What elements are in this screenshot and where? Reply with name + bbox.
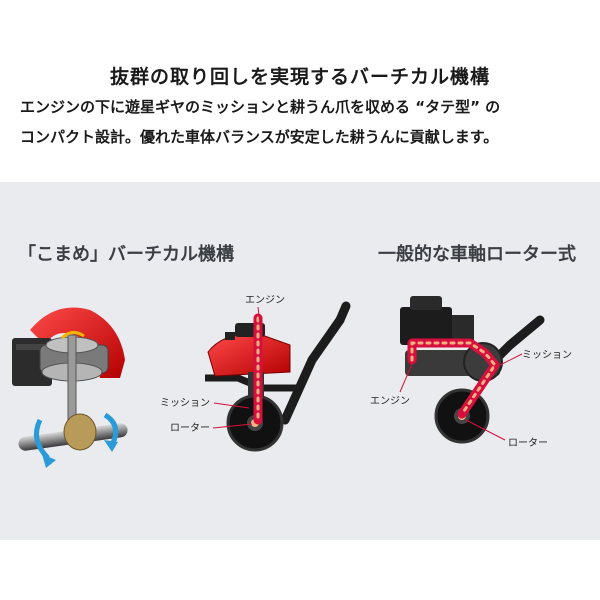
arrowhead-left-icon (42, 454, 56, 468)
arrowhead-right-icon (104, 440, 118, 452)
leader-engine (257, 306, 261, 325)
description-line-2: コンパクト設計。優れた車体バランスが安定した耕うんに貢献します。 (20, 128, 499, 146)
bevel-gear (63, 413, 97, 451)
handle-grip (335, 301, 351, 325)
leader-rotor (465, 419, 506, 441)
rotation-arrow-top-icon (60, 331, 85, 340)
leader-mission (493, 353, 523, 369)
label-engine: エンジン (370, 396, 410, 407)
headline: 抜群の取り回しを実現するバーチカル機構 (109, 66, 490, 88)
leader-rotor (212, 423, 253, 429)
leader-engine (399, 363, 413, 393)
axle-tiller-illustration: エンジン ミッション ローター (370, 296, 572, 449)
engine-fin (16, 344, 48, 350)
engine-cover (207, 333, 291, 377)
leader-mission (213, 402, 250, 409)
label-engine: エンジン (245, 295, 285, 306)
fuel-tank (410, 296, 442, 310)
gear-closeup-illustration (12, 307, 128, 468)
vertical-shaft (67, 334, 77, 426)
label-rotor: ローター (170, 422, 210, 434)
power-path-dots (410, 341, 497, 416)
fuel-cap (225, 332, 235, 340)
engine-side (452, 315, 474, 343)
vertical-tiller-illustration: エンジン ミッション ローター (160, 295, 351, 452)
description-line-1: エンジンの下に遊星ギヤのミッションと耕うん爪を収める “タテ型” の (20, 98, 501, 116)
conventional-axle-title: 一般的な車軸ローター式 (378, 244, 576, 265)
label-mission: ミッション (522, 350, 572, 361)
label-mission: ミッション (160, 398, 210, 409)
label-rotor: ローター (508, 437, 548, 449)
rotation-arrow-left-icon (33, 418, 50, 460)
handle-bar (280, 315, 345, 425)
vertical-mechanism-title: 「こまめ」バーチカル機構 (18, 244, 234, 265)
engine-block (400, 307, 452, 345)
